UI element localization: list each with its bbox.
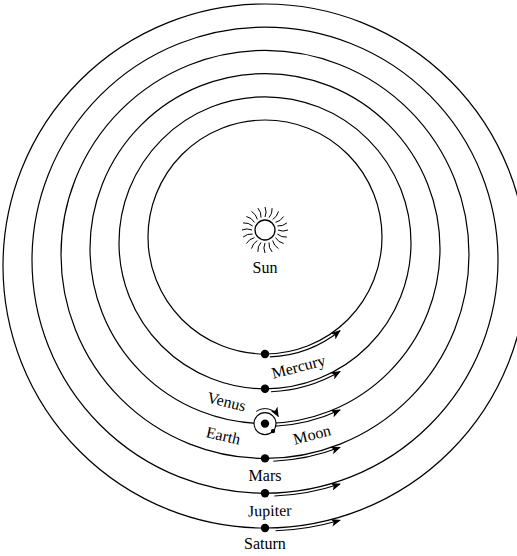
planet-dot xyxy=(261,524,269,532)
planet-dot xyxy=(261,454,269,462)
moon-dot xyxy=(271,429,275,433)
sun-ray xyxy=(277,234,287,237)
planet-label: Jupiter xyxy=(248,502,292,519)
sun-ray xyxy=(258,242,261,252)
sun-ray xyxy=(269,208,272,218)
sun-ray xyxy=(276,238,284,244)
planet-label: Venus xyxy=(206,389,248,414)
motion-arrow xyxy=(274,484,340,496)
sun-ray xyxy=(273,241,279,249)
sun-ray xyxy=(243,223,253,226)
motion-arrow xyxy=(270,331,340,357)
orbit-circle xyxy=(90,74,440,424)
planet-dot xyxy=(261,385,269,393)
orbit-circle xyxy=(32,27,498,493)
orbit-circle xyxy=(61,50,469,458)
planet-label: Mars xyxy=(249,468,282,484)
sun-ray xyxy=(276,217,284,223)
orbit-circle xyxy=(119,97,411,389)
planet-dot xyxy=(261,419,269,427)
planet-label: Earth xyxy=(204,425,241,448)
sun-ray xyxy=(265,207,266,217)
moon-motion-arrow xyxy=(256,409,278,417)
planet-label: Sun xyxy=(253,260,278,276)
sun-ray xyxy=(242,229,252,230)
sun-ray xyxy=(252,211,258,219)
sun-ray xyxy=(277,223,287,226)
motion-arrow xyxy=(273,447,340,461)
orbit-circle xyxy=(3,4,517,528)
sun-ray xyxy=(258,208,261,218)
sun-ray xyxy=(246,217,254,223)
planet-label: Moon xyxy=(291,422,332,447)
motion-arrow xyxy=(276,520,340,531)
sun-ray xyxy=(278,230,288,231)
sun-ray xyxy=(252,241,258,249)
sun-ray xyxy=(269,242,272,252)
planet-label: Saturn xyxy=(244,536,286,552)
motion-arrow xyxy=(272,410,340,427)
moon-orbit xyxy=(254,413,276,435)
sun-ray xyxy=(273,211,279,219)
sun-disc xyxy=(255,220,275,240)
planet-dot xyxy=(261,350,269,358)
orbit-circle xyxy=(148,120,382,354)
sun-ray xyxy=(264,243,265,253)
planet-dot xyxy=(261,489,269,497)
sun-ray xyxy=(243,234,253,237)
sun-ray xyxy=(246,238,254,244)
earth-dot xyxy=(261,419,269,427)
